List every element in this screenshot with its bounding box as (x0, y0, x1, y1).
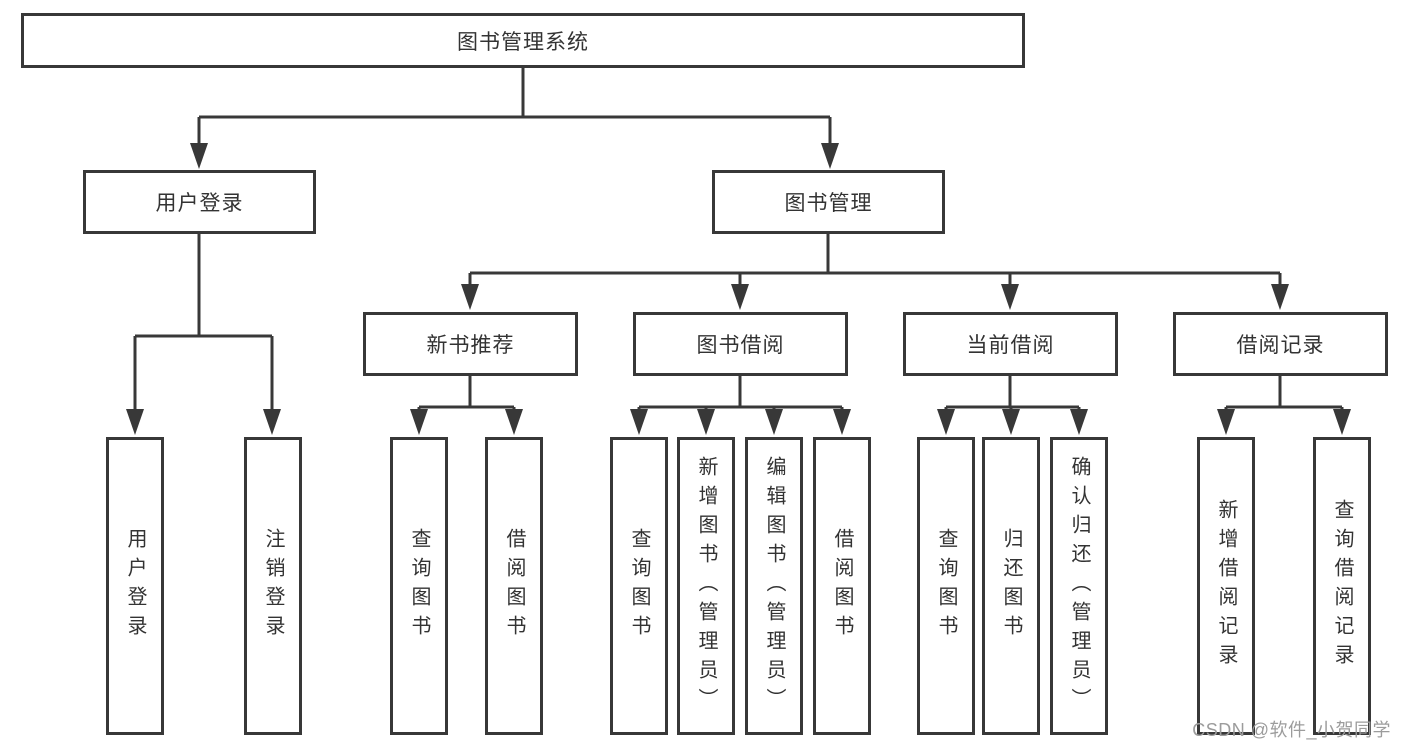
node-label: 注销登录 (262, 528, 284, 644)
node-label: 归还图书 (1000, 528, 1022, 644)
node-label: 图书管理 (784, 192, 873, 215)
node-label: 确认归还（管理员） (1068, 455, 1090, 717)
node-label: 用户登录 (155, 192, 244, 215)
csdn-watermark: CSDN @软件_小贺同学 (1192, 720, 1391, 740)
leaf-add-borrow-record: 新增借阅记录 (1197, 437, 1255, 735)
node-label: 查询图书 (628, 528, 650, 644)
node-label: 借阅图书 (503, 528, 525, 644)
node-label: 查询图书 (935, 528, 957, 644)
node-label: 借阅图书 (831, 528, 853, 644)
node-library-management-system: 图书管理系统 (21, 13, 1025, 68)
node-label: 新书推荐 (426, 334, 515, 357)
leaf-confirm-return-admin: 确认归还（管理员） (1050, 437, 1108, 735)
leaf-query-books-recommend: 查询图书 (390, 437, 448, 735)
node-label: 借阅记录 (1236, 334, 1325, 357)
node-label: 查询图书 (408, 528, 430, 644)
arrowhead-icons (126, 143, 1351, 435)
node-label: 新增借阅记录 (1215, 499, 1237, 673)
node-label: 图书管理系统 (457, 30, 589, 54)
leaf-return-books: 归还图书 (982, 437, 1040, 735)
leaf-user-login: 用户登录 (106, 437, 164, 735)
leaf-query-borrow-record: 查询借阅记录 (1313, 437, 1371, 735)
leaf-edit-books-admin: 编辑图书（管理员） (745, 437, 803, 735)
node-borrowing-records: 借阅记录 (1173, 312, 1388, 376)
node-current-borrowing: 当前借阅 (903, 312, 1118, 376)
node-label: 图书借阅 (696, 334, 785, 357)
node-new-book-recommendation: 新书推荐 (363, 312, 578, 376)
leaf-borrow-books: 借阅图书 (813, 437, 871, 735)
leaf-add-books-admin: 新增图书（管理员） (677, 437, 735, 735)
leaf-borrow-books-recommend: 借阅图书 (485, 437, 543, 735)
node-book-management: 图书管理 (712, 170, 945, 234)
node-label: 新增图书（管理员） (695, 455, 717, 717)
node-label: 用户登录 (124, 528, 146, 644)
leaf-query-books-current: 查询图书 (917, 437, 975, 735)
leaf-query-books-borrow: 查询图书 (610, 437, 668, 735)
node-label: 查询借阅记录 (1331, 499, 1353, 673)
node-label: 编辑图书（管理员） (763, 455, 785, 717)
leaf-logout: 注销登录 (244, 437, 302, 735)
node-book-borrowing: 图书借阅 (633, 312, 848, 376)
node-label: 当前借阅 (966, 334, 1055, 357)
node-user-login: 用户登录 (83, 170, 316, 234)
